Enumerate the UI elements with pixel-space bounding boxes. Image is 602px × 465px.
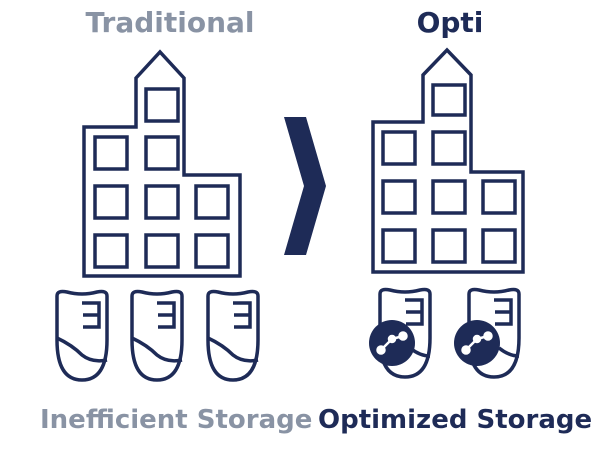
storage-drum-2 xyxy=(130,289,184,382)
optimized-storage-caption: Optimized Storage xyxy=(318,405,593,435)
opti-title: Opti xyxy=(416,6,484,39)
optimized-drum-2 xyxy=(467,287,521,379)
storage-drum-1 xyxy=(55,289,109,382)
right-building-icon xyxy=(371,47,525,274)
traditional-title: Traditional xyxy=(85,6,255,39)
inefficient-storage-caption: Inefficient Storage xyxy=(40,405,313,435)
right-storage-icons xyxy=(378,287,521,379)
optimization-badge-icon-1 xyxy=(369,320,415,366)
left-building-icon xyxy=(82,49,242,278)
chevron-right-icon xyxy=(284,117,326,255)
storage-drum-3 xyxy=(206,289,260,382)
left-storage-icons xyxy=(55,289,260,382)
optimization-badge-icon-2 xyxy=(454,320,500,366)
